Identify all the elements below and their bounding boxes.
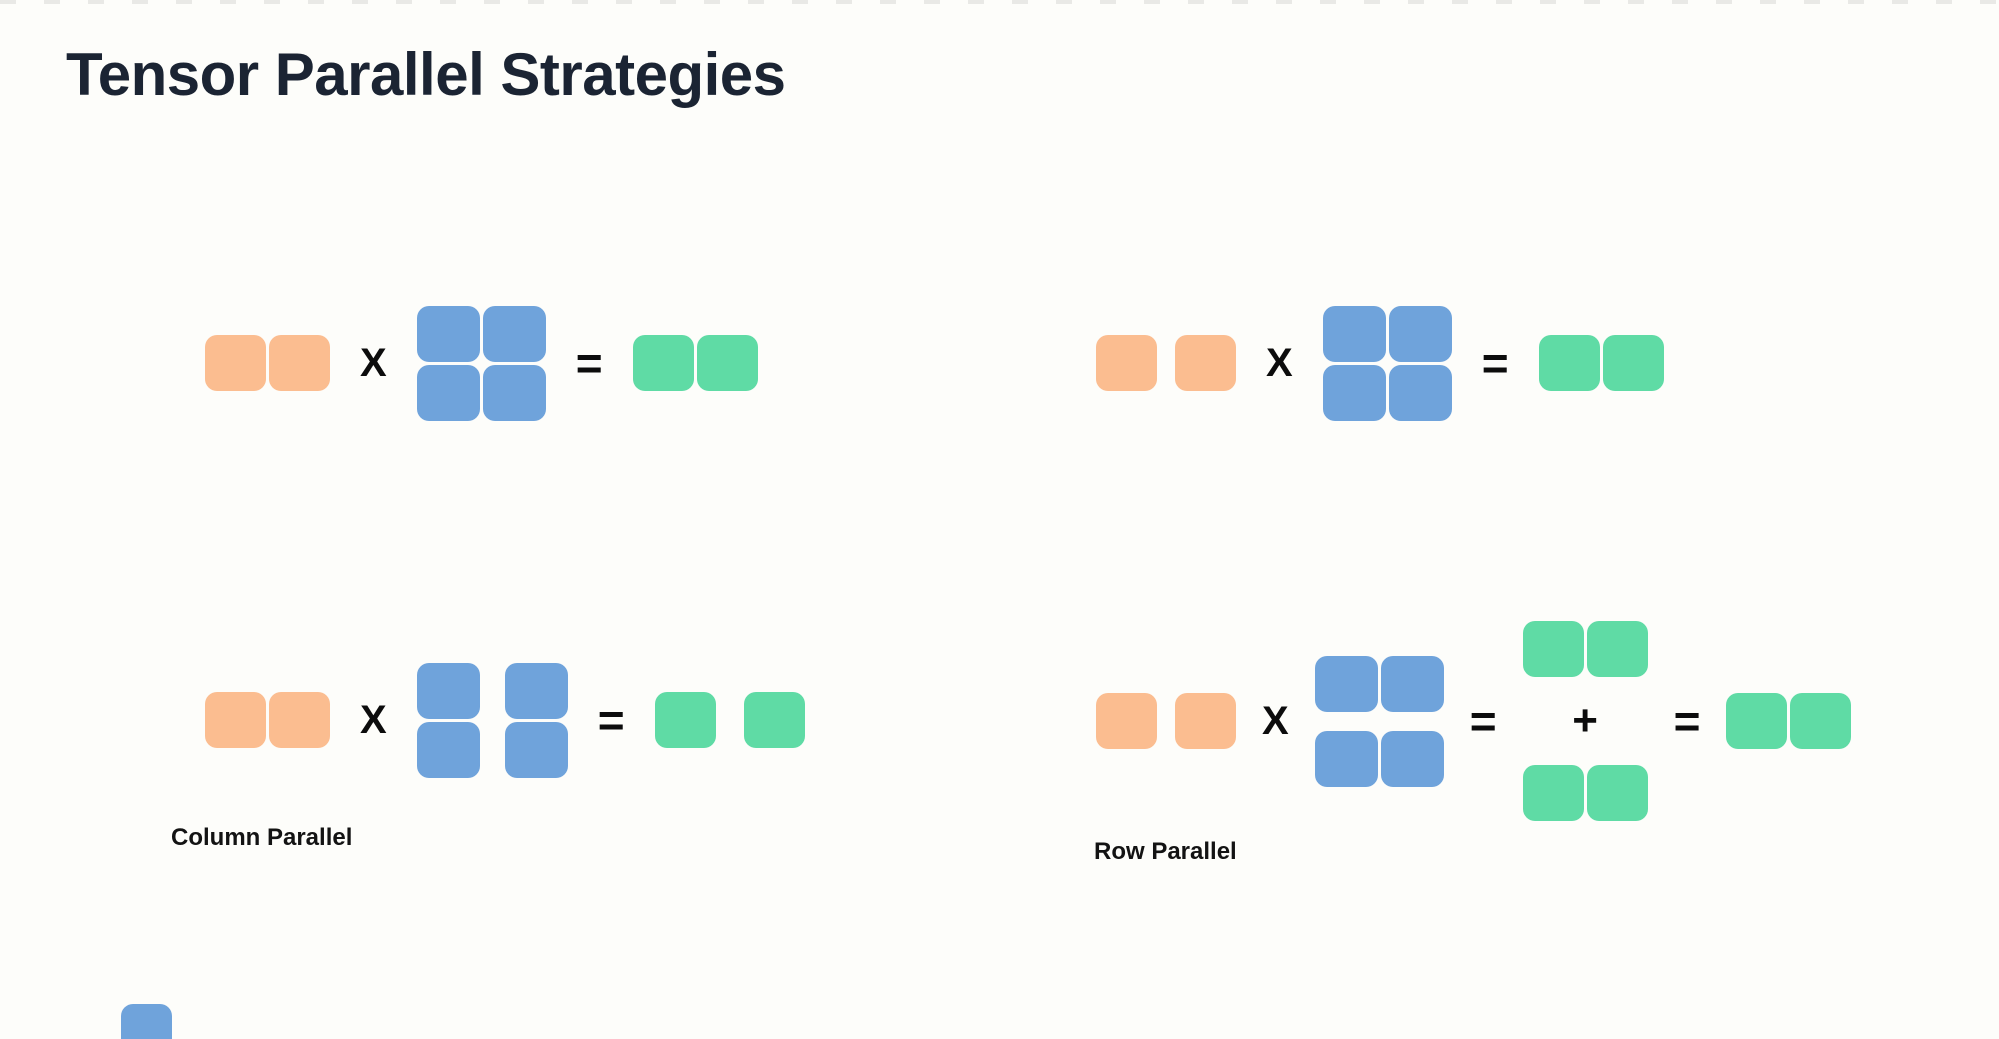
partial-blue-block	[121, 1004, 172, 1039]
multiply-operator: X	[360, 698, 387, 742]
blue-block	[416, 662, 480, 719]
orange-block	[205, 692, 266, 748]
green-block	[696, 335, 758, 391]
blue-block	[1322, 305, 1386, 362]
blue-block	[482, 364, 546, 421]
orange-block	[1096, 335, 1157, 391]
weight-matrix-column-sharded-2x2	[416, 662, 568, 778]
column-parallel-label: Column Parallel	[171, 824, 353, 851]
multiply-operator: X	[360, 341, 387, 385]
green-block	[743, 692, 805, 748]
weight-matrix-row-sharded-2x2	[1314, 655, 1444, 787]
input-activations-sharded-1x2	[1096, 335, 1236, 391]
blue-block	[504, 662, 568, 719]
weight-matrix-2x2	[1322, 305, 1452, 421]
output-activations-sharded-1x2	[654, 692, 805, 748]
green-block	[1790, 693, 1852, 749]
row-parallel-label: Row Parallel	[1094, 838, 1237, 865]
orange-block	[1175, 335, 1236, 391]
green-block	[632, 335, 694, 391]
input-activations-1x2	[205, 692, 330, 748]
partial-sums-stack: +	[1522, 621, 1648, 821]
blue-block	[1388, 305, 1452, 362]
blue-block	[504, 721, 568, 778]
output-activations-1x2	[1538, 335, 1664, 391]
orange-block	[1175, 693, 1236, 749]
top-edge-strip	[0, 0, 1999, 4]
blue-block	[416, 721, 480, 778]
blue-block	[1314, 730, 1378, 787]
orange-block	[269, 692, 330, 748]
equals-operator: =	[1481, 337, 1509, 389]
blue-block	[1314, 655, 1378, 712]
orange-block	[205, 335, 266, 391]
blue-block	[1380, 655, 1444, 712]
blue-block	[416, 305, 480, 362]
equals-operator: =	[575, 337, 603, 389]
orange-block	[1096, 693, 1157, 749]
blue-block	[1380, 730, 1444, 787]
multiply-operator: X	[1262, 699, 1289, 743]
blue-block	[416, 364, 480, 421]
green-block	[1522, 765, 1584, 821]
diagram-row-parallel: X = + =	[1096, 621, 1852, 821]
plus-operator: +	[1572, 696, 1598, 745]
equals-operator: =	[597, 694, 625, 746]
blue-block	[1388, 364, 1452, 421]
output-activations-1x2	[632, 335, 758, 391]
green-block	[1726, 693, 1788, 749]
equals-operator: =	[1469, 695, 1497, 747]
output-activations-1x2	[1726, 693, 1852, 749]
green-block	[1586, 621, 1648, 677]
input-activations-sharded-1x2	[1096, 693, 1236, 749]
green-block	[1522, 621, 1584, 677]
equals-operator: =	[1673, 695, 1701, 747]
weight-matrix-2x2	[416, 305, 546, 421]
partial-sum-2-1x2	[1522, 765, 1648, 821]
partial-sum-1-1x2	[1522, 621, 1648, 677]
multiply-operator: X	[1266, 341, 1293, 385]
orange-block	[269, 335, 330, 391]
green-block	[1538, 335, 1600, 391]
blue-block	[1322, 364, 1386, 421]
green-block	[1602, 335, 1664, 391]
blue-block	[482, 305, 546, 362]
input-activations-1x2	[205, 335, 330, 391]
green-block	[654, 692, 716, 748]
green-block	[1586, 765, 1648, 821]
page-title: Tensor Parallel Strategies	[66, 41, 786, 108]
diagram-baseline-top-left: X=	[205, 305, 758, 421]
diagram-baseline-top-right: X=	[1096, 305, 1664, 421]
diagram-column-parallel: X=	[205, 662, 805, 778]
